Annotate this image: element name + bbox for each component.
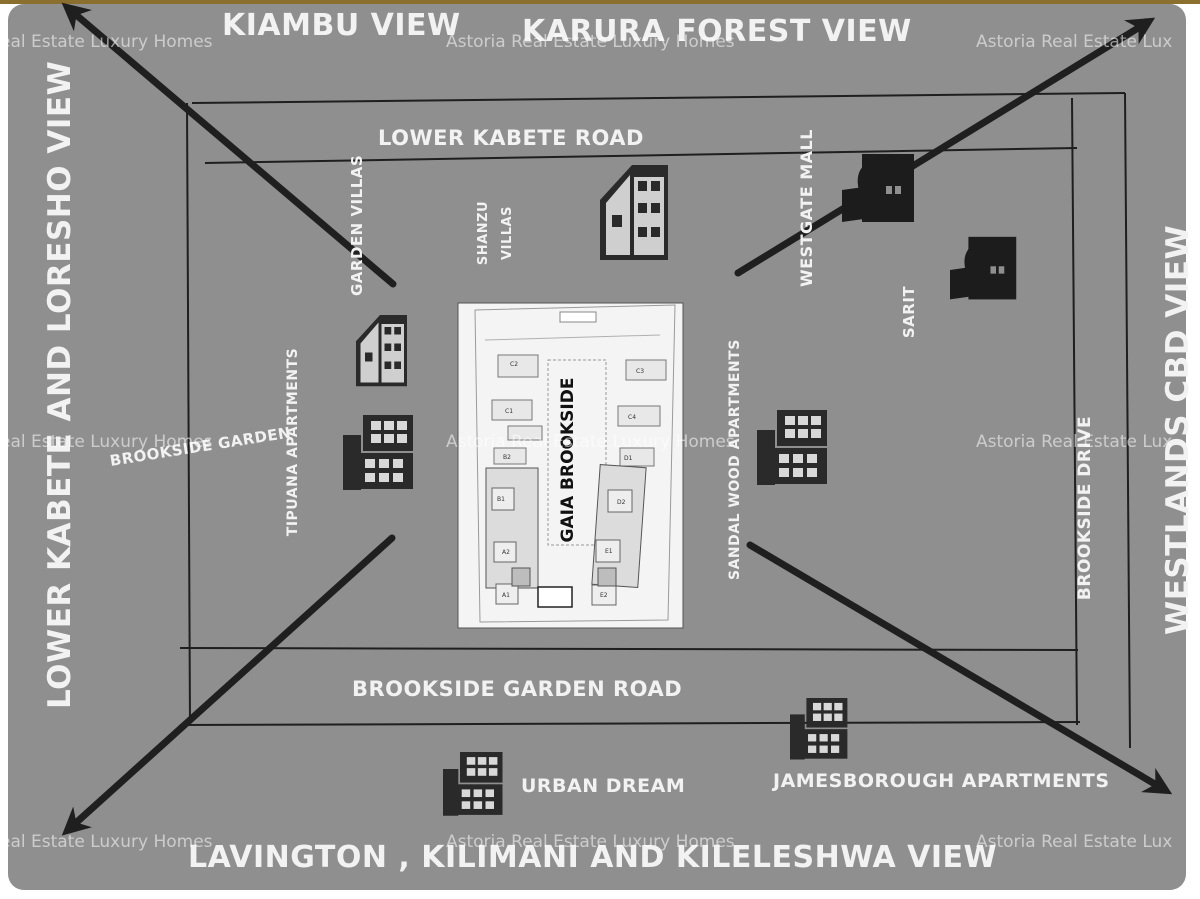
boundary-left-line	[186, 102, 191, 726]
unit-label: E2	[600, 592, 608, 599]
place-label-garden-villas: GARDEN VILLAS	[348, 154, 366, 296]
brookside-garden-road-upper-line	[179, 647, 1079, 651]
arrow-northwest	[61, 2, 397, 288]
place-label-villas: VILLAS	[500, 206, 515, 260]
arrow-southwest	[61, 534, 396, 836]
site-unit-labels: C2 C3 C1 C4 B2 D1 B1 D2 A2 E1 A1 E2	[497, 361, 644, 599]
shopping-bag-icon	[950, 236, 1017, 300]
unit-label: C4	[628, 414, 636, 421]
house-icon	[600, 165, 668, 260]
apartment-building-icon	[790, 698, 848, 760]
unit-label: B1	[497, 496, 505, 503]
house-icon	[356, 315, 407, 387]
place-label-tipuana-apartments: TIPUANA APARTMENTS	[285, 347, 301, 537]
watermark: Astoria Real Estate Luxury Homes	[446, 432, 735, 452]
view-label-kiambu: KIAMBU VIEW	[222, 8, 461, 43]
site-plan-title: GAIA BROOKSIDE	[558, 377, 578, 543]
brookside-drive-line	[1071, 97, 1078, 726]
brookside-garden-road-lower-line	[179, 721, 1081, 726]
arrow-southeast	[746, 541, 1173, 795]
unit-label: A2	[502, 549, 510, 556]
top-accent-bar	[0, 0, 1200, 4]
watermark: Astoria Real Estate Lux	[976, 832, 1173, 852]
lower-kabete-road-line	[204, 147, 1078, 164]
boundary-top-line	[191, 92, 1126, 104]
apartment-building-icon	[757, 410, 827, 485]
view-label-lavington-kilimani-kileleshwa: LAVINGTON , KILIMANI AND KILELESHWA VIEW	[188, 840, 998, 875]
view-label-lower-kabete-loresho: LOWER KABETE AND LORESHO VIEW	[42, 60, 78, 709]
place-label-urban-dream: URBAN DREAM	[521, 775, 686, 797]
watermark: Astoria Real Estate Luxury Homes	[446, 832, 735, 852]
view-label-karura: KARURA FOREST VIEW	[522, 14, 912, 49]
unit-label: B2	[503, 454, 511, 461]
place-label-shanzu: SHANZU	[476, 200, 491, 266]
unit-label: D2	[617, 499, 626, 506]
arrow-northeast	[734, 17, 1156, 277]
unit-label: A1	[502, 592, 510, 599]
road-label-lower-kabete: LOWER KABETE ROAD	[378, 126, 644, 150]
unit-label: C3	[636, 368, 644, 375]
unit-label: C2	[510, 361, 518, 368]
place-label-westgate-mall: WESTGATE MALL	[797, 129, 816, 287]
watermark: eal Estate Luxury Homes	[0, 432, 213, 452]
shopping-bag-icon	[842, 154, 914, 222]
unit-label: C1	[505, 408, 513, 415]
view-arrows	[61, 2, 1173, 836]
place-label-sandal-wood-apartments: SANDAL WOOD APARTMENTS	[727, 339, 743, 580]
watermark: Astoria Real Estate Luxury Homes	[446, 32, 735, 52]
unit-label: D1	[624, 455, 633, 462]
site-plan	[457, 302, 684, 629]
place-label-sarit: SARIT	[900, 285, 918, 339]
watermark: Astoria Real Estate Lux	[976, 432, 1173, 452]
boundary-right-line	[1124, 92, 1131, 749]
place-label-jamesborough-apartments: JAMESBOROUGH APARTMENTS	[773, 770, 1110, 792]
apartment-building-icon	[343, 415, 413, 490]
watermark: eal Estate Luxury Homes	[0, 832, 213, 852]
watermark: eal Estate Luxury Homes	[0, 32, 213, 52]
road-label-brookside-garden: BROOKSIDE GARDEN ROAD	[352, 677, 683, 701]
unit-label: E1	[605, 548, 613, 555]
apartment-building-icon	[443, 752, 503, 816]
watermark: Astoria Real Estate Lux	[976, 32, 1173, 52]
